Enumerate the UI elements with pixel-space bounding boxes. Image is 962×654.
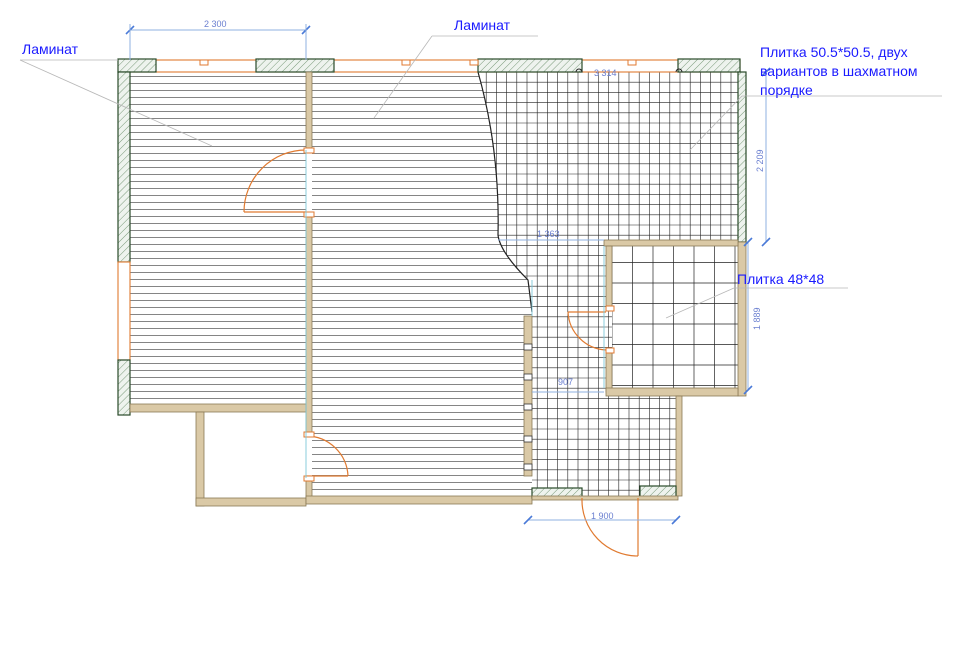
door-arc-bathroom (567, 311, 607, 351)
top-wall-segment-2 (255, 58, 335, 73)
bathroom-left-wall-upper (605, 245, 613, 309)
leader-tile-big (689, 95, 743, 151)
balcony-bottom-wall (195, 497, 307, 507)
partition-left-lower (305, 213, 313, 437)
floor-transition-curve (477, 71, 533, 313)
window-mullions (199, 59, 637, 66)
door-jamb-6 (605, 347, 615, 354)
door-arc-left-room (243, 149, 307, 213)
left-wall-upper (117, 71, 131, 263)
partition-left-upper (305, 71, 313, 151)
tile-grid-small (612, 242, 738, 390)
right-wall-upper (737, 71, 747, 243)
balcony-left-wall (195, 411, 205, 507)
door-jamb-2 (303, 211, 315, 218)
dim-1889: 1 889 (752, 307, 762, 330)
dim-1900: 1 900 (591, 511, 614, 521)
laminate-area-middle (312, 72, 532, 496)
top-wall-window (119, 59, 741, 73)
door-jamb-5 (605, 305, 615, 312)
bathroom-left-wall-lower (605, 349, 613, 393)
middle-room-bottom-wall (305, 495, 533, 505)
label-tile-big-line1: Плитка 50.5*50.5, двух (760, 44, 908, 60)
dim-907: 907 (558, 377, 573, 387)
corridor-partition (523, 315, 533, 477)
top-wall-segment-4 (677, 58, 741, 73)
door-jamb-1 (303, 147, 315, 154)
right-wall-lower (737, 241, 747, 397)
dim-1363: 1 363 (537, 229, 560, 239)
label-laminate-left: Ламинат (22, 41, 79, 57)
top-wall-segment-3 (477, 58, 583, 73)
dim-2209: 2 209 (755, 149, 765, 172)
label-tile-small: Плитка 48*48 (737, 271, 824, 287)
entry-threshold (531, 495, 679, 501)
corridor-right-wall (675, 395, 683, 497)
label-tile-big-line2: вариантов в шахматном (760, 63, 918, 79)
bathroom-top-wall (603, 239, 739, 247)
bathroom-bottom-wall (605, 387, 739, 397)
door-arc-entry (581, 497, 639, 557)
top-marker-2 (675, 68, 683, 73)
door-jamb-4 (303, 475, 315, 482)
leader-laminate-left (19, 59, 213, 147)
dim-2300: 2 300 (204, 19, 227, 29)
label-laminate-top: Ламинат (454, 17, 511, 33)
top-marker-1 (575, 68, 583, 73)
left-wall-lower (117, 359, 131, 416)
corridor-partition-marks (523, 343, 533, 471)
door-jamb-3 (303, 431, 315, 438)
laminate-area-left (130, 72, 306, 404)
leader-laminate-top (373, 35, 433, 119)
top-wall-segment-1 (117, 58, 157, 73)
label-tile-big-line3: порядке (760, 82, 813, 98)
left-room-bottom-wall (129, 403, 307, 413)
dim-3314: 3 314 (594, 68, 617, 78)
leader-tile-small (665, 287, 735, 319)
left-wall-window (117, 261, 131, 361)
